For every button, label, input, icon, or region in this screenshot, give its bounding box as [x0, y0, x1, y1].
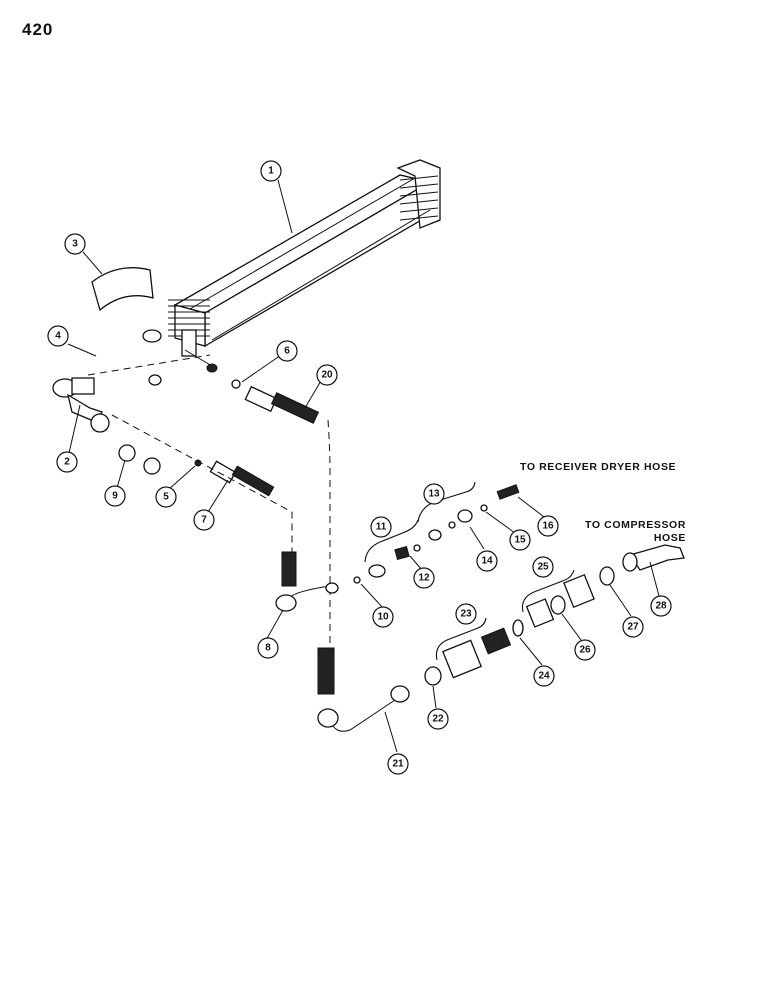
callout-20: 20	[316, 364, 338, 386]
callout-13: 13	[423, 483, 445, 505]
svg-text:9: 9	[112, 491, 118, 502]
svg-text:28: 28	[655, 601, 667, 612]
receiver-dryer-hose-note: TO RECEIVER DRYER HOSE	[520, 461, 677, 473]
brace-13	[417, 481, 476, 523]
svg-text:3: 3	[72, 239, 78, 250]
callout-28: 28	[650, 595, 672, 617]
brace-23	[435, 617, 487, 661]
lower-tube	[275, 551, 339, 612]
callout-7: 7	[193, 509, 215, 531]
callout-3: 3	[64, 233, 86, 255]
callout-24: 24	[533, 665, 555, 687]
svg-text:11: 11	[376, 522, 387, 533]
callout-4: 4	[47, 325, 69, 347]
svg-text:22: 22	[432, 714, 444, 725]
hose-fitting	[209, 460, 275, 497]
page-number: 420	[22, 20, 54, 39]
svg-text:6: 6	[284, 346, 290, 357]
seal-part	[231, 379, 241, 389]
callout-1: 1	[260, 160, 282, 182]
callout-5: 5	[155, 486, 177, 508]
svg-text:4: 4	[55, 331, 61, 342]
svg-text:14: 14	[481, 556, 493, 567]
svg-text:25: 25	[537, 562, 549, 573]
shield-part	[91, 267, 154, 312]
compressor-hose-note: TO COMPRESSOR HOSE	[575, 519, 686, 545]
callout-27: 27	[622, 616, 644, 638]
valve-body	[52, 377, 110, 433]
svg-text:21: 21	[392, 759, 404, 770]
svg-text:12: 12	[418, 573, 430, 584]
callout-9: 9	[104, 485, 126, 507]
svg-text:1: 1	[268, 166, 274, 177]
svg-text:24: 24	[538, 671, 550, 682]
callout-2: 2	[56, 451, 78, 473]
leader-lines	[67, 179, 660, 753]
callout-22: 22	[427, 708, 449, 730]
callout-12: 12	[413, 567, 435, 589]
callout-11: 11	[370, 516, 392, 538]
brace-11	[364, 519, 419, 563]
callout-6: 6	[276, 340, 298, 362]
svg-text:7: 7	[201, 515, 207, 526]
svg-text:15: 15	[514, 535, 526, 546]
callout-25: 25	[532, 556, 554, 578]
assembly-path-lines	[87, 354, 211, 376]
svg-text:27: 27	[627, 622, 639, 633]
callout-16: 16	[537, 515, 559, 537]
svg-text:23: 23	[460, 609, 472, 620]
hose-clamps	[118, 444, 161, 475]
upper-fitting	[244, 385, 320, 424]
callout-10: 10	[372, 606, 394, 628]
svg-text:13: 13	[428, 489, 440, 500]
small-fittings	[353, 484, 520, 584]
callout-23: 23	[455, 603, 477, 625]
callout-26: 26	[574, 639, 596, 661]
compressor-note-line2: HOSE	[653, 532, 686, 544]
svg-text:26: 26	[579, 645, 591, 656]
callout-21: 21	[387, 753, 409, 775]
brace-25	[521, 569, 575, 613]
callout-15: 15	[509, 529, 531, 551]
svg-text:2: 2	[64, 457, 70, 468]
svg-text:8: 8	[265, 643, 271, 654]
coupling-assembly	[424, 544, 685, 686]
condenser-core	[142, 159, 441, 373]
callout-8: 8	[257, 637, 279, 659]
elbow-tube	[317, 647, 410, 732]
svg-text:20: 20	[321, 370, 333, 381]
svg-text:10: 10	[377, 612, 389, 623]
compressor-note-line1: TO COMPRESSOR	[585, 519, 686, 531]
svg-text:16: 16	[542, 521, 554, 532]
callout-14: 14	[476, 550, 498, 572]
svg-text:5: 5	[163, 492, 169, 503]
